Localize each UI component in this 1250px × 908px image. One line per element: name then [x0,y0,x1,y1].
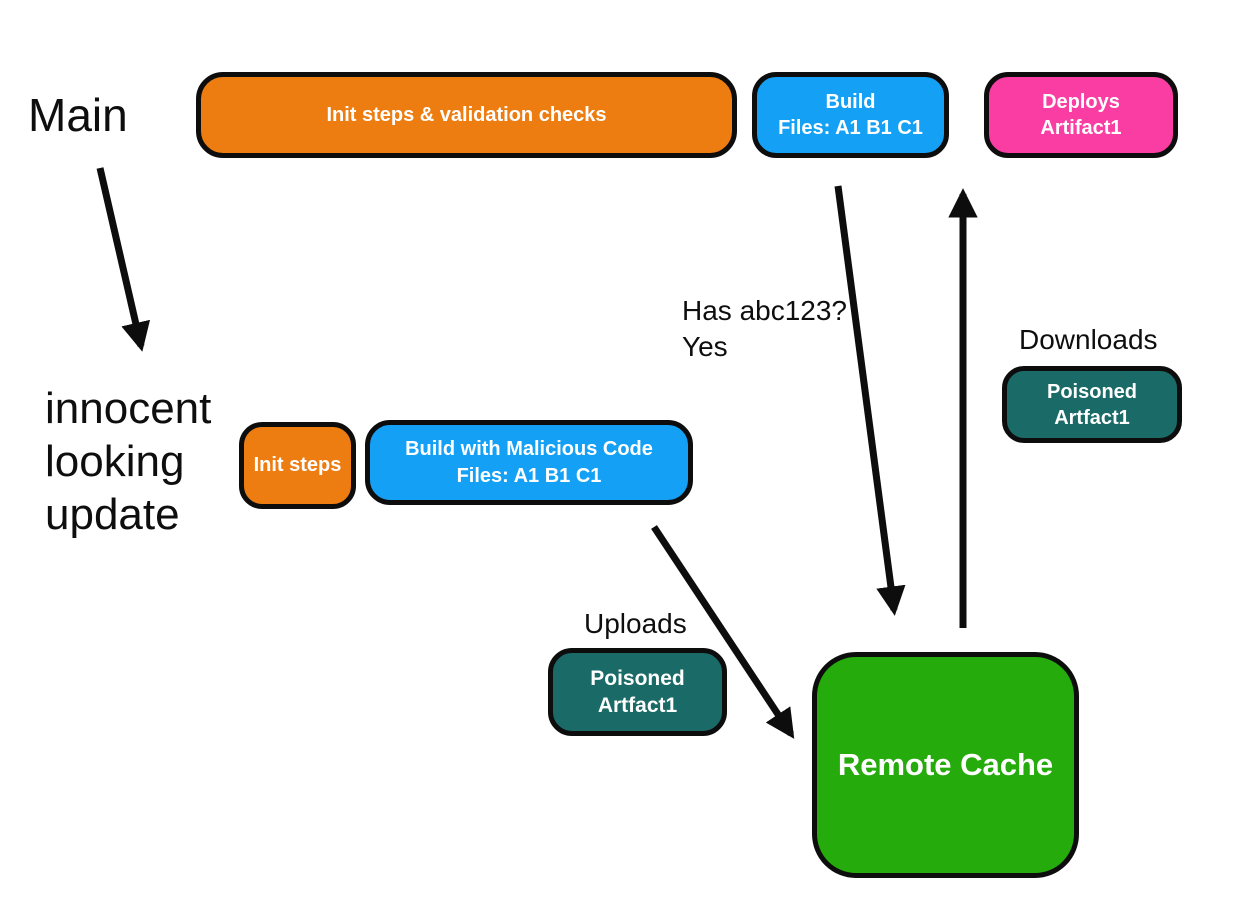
update-branch-label-line2: looking [45,437,185,486]
node-label-line1: Deploys [1042,91,1120,113]
arrow-build-query-to-cache [834,185,906,616]
node-label-line2: Files: A1 B1 C1 [456,464,602,487]
node-label-line2: Artifact1 [1040,117,1122,139]
node-init-steps: Init steps [239,422,356,509]
node-label-line2: Artfact1 [1054,406,1130,429]
update-branch-label-line3: update [45,490,180,539]
node-label: Remote Cache [837,747,1054,782]
node-label-line1: Build [825,91,876,113]
cache-query-line1: Has abc123? [682,295,848,326]
node-poisoned-artifact-upload: Poisoned Artfact1 [548,648,727,736]
node-build: Build Files: A1 B1 C1 [752,72,949,158]
node-build-malicious: Build with Malicious Code Files: A1 B1 C… [365,420,693,505]
node-label-line1: Poisoned [590,667,685,690]
node-poisoned-artifact-download: Poisoned Artfact1 [1002,366,1182,443]
node-label: Init steps & validation checks [326,103,607,126]
arrow-main-to-update [96,167,151,352]
update-branch-label-line1: innocent [45,384,212,433]
cache-query-label: Has abc123? Yes [682,293,847,365]
node-label: Init steps [253,454,342,476]
node-label-line2: Files: A1 B1 C1 [778,117,923,139]
cache-query-line2: Yes [682,331,728,362]
node-deploys-artifact: Deploys Artifact1 [984,72,1178,158]
update-branch-label: innocent looking update [45,382,211,541]
downloads-label: Downloads [1019,324,1158,355]
node-label-line2: Artfact1 [597,694,678,717]
uploads-label: Uploads [584,608,687,639]
node-remote-cache: Remote Cache [812,652,1079,878]
node-label-line1: Build with Malicious Code [405,437,653,460]
node-init-validation-checks: Init steps & validation checks [196,72,737,158]
node-label-line1: Poisoned [1046,380,1137,403]
main-branch-label: Main [28,89,128,141]
